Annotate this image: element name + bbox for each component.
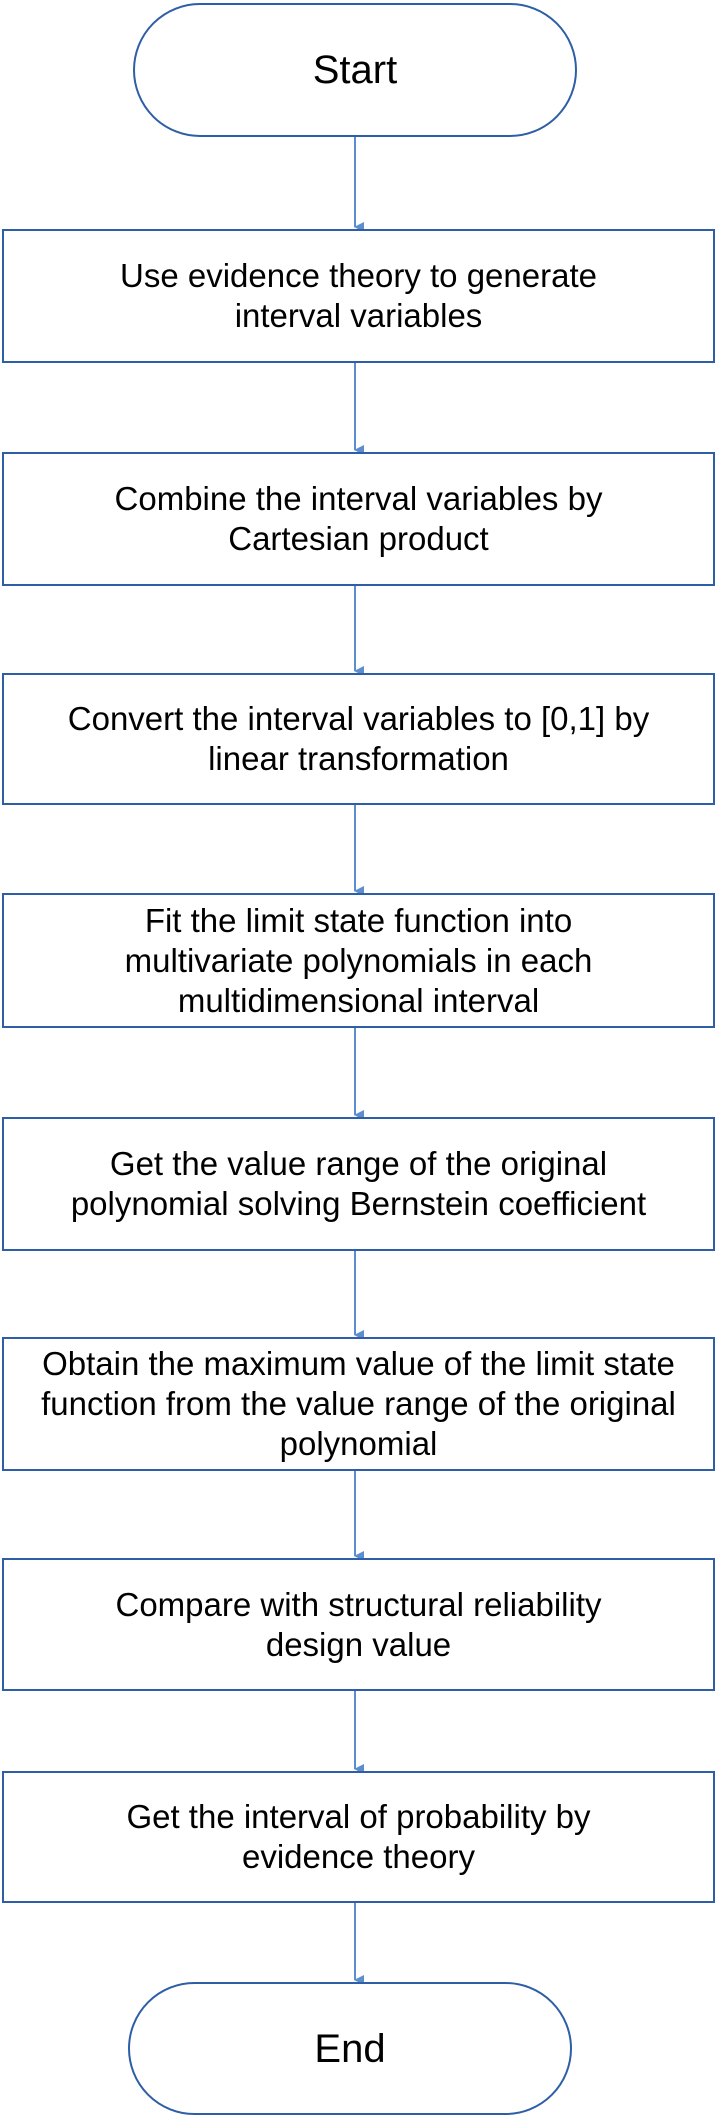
start-label: Start (312, 48, 398, 92)
step-1-label: Use evidence theory to generate interval… (120, 257, 597, 334)
step-8-box: Get the interval of probability by evide… (2, 1771, 715, 1903)
end-terminal: End (128, 1982, 572, 2115)
step-7-label: Compare with structural reliability desi… (115, 1585, 602, 1663)
step-3-box: Convert the interval variables to [0,1] … (2, 673, 715, 805)
step-6-box: Obtain the maximum value of the limit st… (2, 1337, 715, 1471)
step-7-box: Compare with structural reliability desi… (2, 1558, 715, 1691)
end-label: End (314, 2026, 386, 2071)
step-2-label: Combine the interval variables by Cartes… (114, 480, 603, 557)
step-5-label: Get the value range of the original poly… (70, 1145, 647, 1222)
step-8-label: Get the interval of probability by evide… (126, 1798, 591, 1875)
step-6-label: Obtain the maximum value of the limit st… (41, 1345, 676, 1462)
start-terminal: Start (133, 3, 577, 137)
step-4-label: Fit the limit state function into multiv… (124, 901, 593, 1019)
step-1-box: Use evidence theory to generate interval… (2, 229, 715, 363)
step-5-box: Get the value range of the original poly… (2, 1117, 715, 1251)
step-2-box: Combine the interval variables by Cartes… (2, 452, 715, 586)
step-3-label: Convert the interval variables to [0,1] … (67, 700, 650, 777)
step-4-box: Fit the limit state function into multiv… (2, 893, 715, 1028)
